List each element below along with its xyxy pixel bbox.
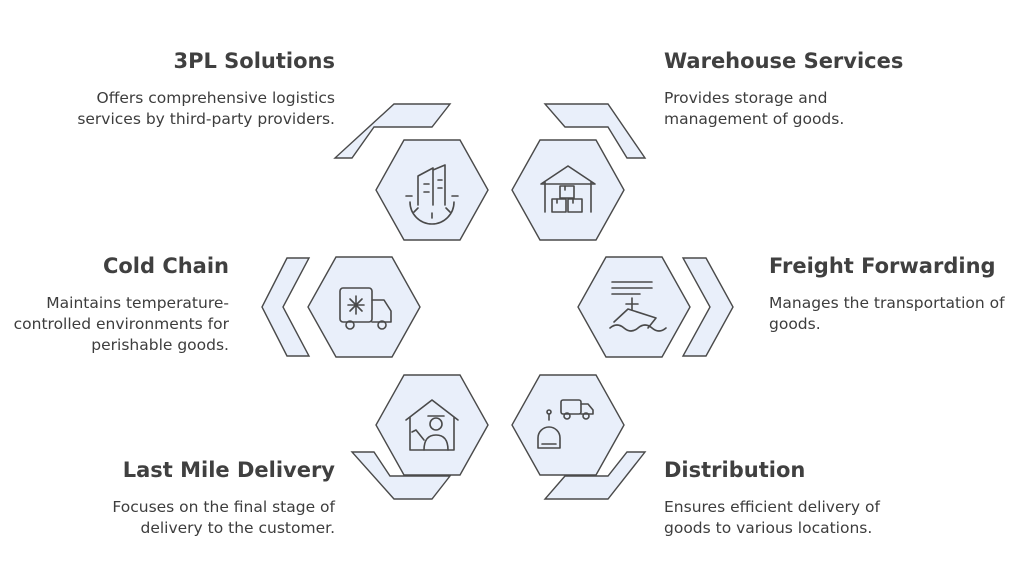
delivery-person-house-icon: [405, 399, 459, 451]
node-3pl-solutions: 3PL Solutions Offers comprehensive logis…: [35, 48, 335, 130]
hexagons: [307, 139, 691, 476]
ship-waves-icon: [609, 281, 667, 332]
node-title: Cold Chain: [102, 254, 229, 278]
node-title: Freight Forwarding: [769, 254, 996, 278]
node-warehouse-services: Warehouse Services Provides storage and …: [664, 48, 964, 130]
node-last-mile-delivery: Last Mile Delivery Focuses on the final …: [75, 457, 335, 539]
node-description: Offers comprehensive logistics services …: [77, 89, 335, 128]
node-title: Distribution: [664, 458, 806, 482]
hex-last-mile: [375, 374, 489, 476]
building-gear-icon: [405, 164, 459, 225]
hex-distribution: [511, 374, 625, 476]
robot-truck-icon: [537, 399, 594, 449]
node-description: Ensures efficient delivery of goods to v…: [664, 498, 880, 537]
node-title: 3PL Solutions: [173, 49, 335, 73]
node-description: Maintains temperature-controlled environ…: [13, 294, 229, 354]
node-title: Last Mile Delivery: [122, 458, 335, 482]
hex-3pl: [375, 139, 489, 241]
node-cold-chain: Cold Chain Maintains temperature-control…: [4, 253, 229, 356]
node-description: Manages the transportation of goods.: [769, 294, 1005, 333]
node-description: Provides storage and management of goods…: [664, 89, 845, 128]
refrigerated-truck-icon: [339, 287, 392, 330]
chevron-warehouse: [543, 103, 647, 159]
hex-freight: [577, 256, 691, 358]
node-title: Warehouse Services: [664, 49, 904, 73]
node-description: Focuses on the final stage of delivery t…: [112, 498, 335, 537]
node-freight-forwarding: Freight Forwarding Manages the transport…: [769, 253, 1019, 335]
chevron-freight: [681, 257, 734, 357]
chevrons: [261, 103, 734, 500]
warehouse-boxes-icon: [540, 165, 596, 213]
chevron-3pl: [333, 103, 452, 159]
hex-cold-chain: [307, 256, 421, 358]
chevron-cold-chain: [261, 257, 311, 357]
chevron-last-mile: [350, 451, 452, 500]
chevron-distribution: [543, 451, 647, 500]
hex-warehouse: [511, 139, 625, 241]
node-distribution: Distribution Ensures efficient delivery …: [664, 457, 924, 539]
